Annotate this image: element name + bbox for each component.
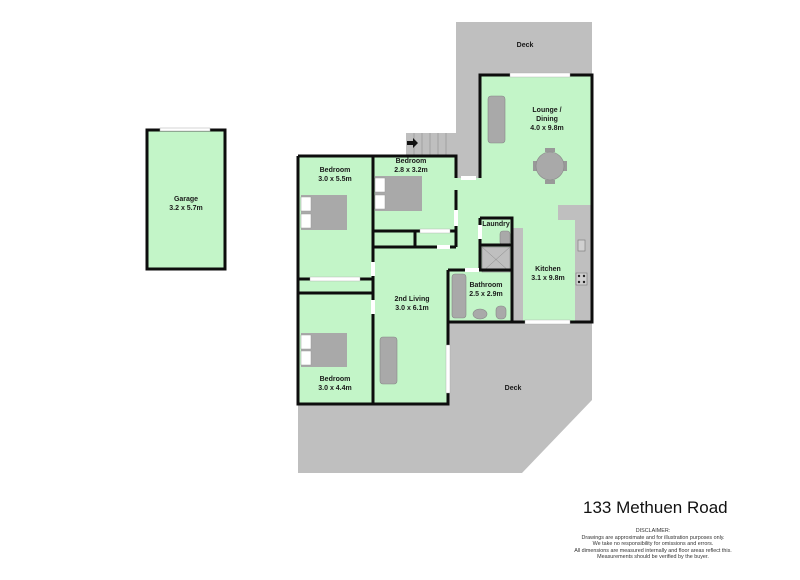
room-name: Bathroom bbox=[469, 282, 503, 289]
room-name: Laundry bbox=[482, 221, 510, 228]
room-dimensions: 2.5 x 2.9m bbox=[469, 291, 503, 298]
room-label-laundry: Laundry bbox=[482, 220, 510, 229]
room-label-bedroom-2: Bedroom 2.8 x 3.2m bbox=[394, 157, 427, 175]
walls bbox=[296, 73, 594, 406]
room-dimensions: 3.1 x 9.8m bbox=[531, 275, 565, 282]
disclaimer-line: Measurements should be verified by the b… bbox=[597, 554, 709, 561]
sofa-icon bbox=[487, 95, 506, 144]
room-label-garage: Garage 3.2 x 5.7m bbox=[169, 195, 202, 213]
room-dimensions: 3.2 x 5.7m bbox=[169, 205, 203, 212]
room-dimensions: 3.0 x 6.1m bbox=[395, 305, 429, 312]
bed-icon bbox=[374, 176, 422, 211]
disclaimer-line: Drawings are approximate and for illustr… bbox=[581, 534, 725, 541]
stairs-arrow-icon bbox=[407, 138, 418, 148]
room-label-second-living: 2nd Living 3.0 x 6.1m bbox=[395, 295, 430, 313]
deck-top-area bbox=[456, 22, 592, 150]
room-name: Bedroom bbox=[319, 167, 351, 174]
room-name: Bedroom bbox=[395, 158, 427, 165]
deck-name: Deck bbox=[504, 385, 522, 392]
dining-table-icon bbox=[533, 148, 567, 184]
room-dimensions: 2.8 x 3.2m bbox=[394, 167, 428, 174]
room-label-kitchen: Kitchen 3.1 x 9.8m bbox=[531, 265, 564, 283]
kitchen-bench bbox=[558, 205, 592, 322]
room-name: Garage bbox=[173, 196, 199, 203]
disclaimer-line: All dimensions are measured internally a… bbox=[574, 547, 732, 554]
room-name: Bedroom bbox=[319, 376, 351, 383]
deck-label-bottom: Deck bbox=[505, 384, 522, 393]
room-name-line2: Dining bbox=[536, 116, 558, 123]
deck-label-top: Deck bbox=[517, 41, 534, 50]
bathtub-icon bbox=[451, 273, 467, 319]
toilet-icon bbox=[495, 305, 507, 320]
cooktop-icon bbox=[575, 272, 588, 286]
room-label-bedroom-3: Bedroom 3.0 x 4.4m bbox=[318, 375, 351, 393]
disclaimer-line: We take no responsibility for omissions … bbox=[592, 541, 714, 548]
garage-floor bbox=[145, 128, 227, 271]
room-name: Lounge / bbox=[532, 107, 562, 114]
deck-bottom-area bbox=[298, 322, 592, 473]
deck-name: Deck bbox=[516, 42, 534, 49]
bed-icon bbox=[300, 195, 347, 230]
disclaimer: DISCLAIMER: Drawings are approximate and… bbox=[563, 528, 743, 561]
bed-icon bbox=[300, 333, 347, 367]
basin-icon bbox=[472, 308, 488, 320]
room-name: 2nd Living bbox=[394, 296, 430, 303]
room-name: Kitchen bbox=[535, 266, 561, 273]
laundry-tub-icon bbox=[499, 230, 511, 246]
room-label-bedroom-1: Bedroom 3.0 x 5.5m bbox=[318, 166, 351, 184]
disclaimer-heading: DISCLAIMER: bbox=[635, 528, 671, 534]
room-dimensions: 3.0 x 4.4m bbox=[318, 385, 352, 392]
sink-icon bbox=[577, 239, 586, 252]
room-label-bathroom: Bathroom 2.5 x 2.9m bbox=[469, 281, 502, 299]
sofa-icon bbox=[379, 336, 398, 385]
room-label-lounge-dining: Lounge / Dining 4.0 x 9.8m bbox=[530, 106, 563, 133]
room-dimensions: 3.0 x 5.5m bbox=[318, 176, 352, 183]
stairs bbox=[406, 133, 458, 155]
room-dimensions: 4.0 x 9.8m bbox=[530, 125, 564, 132]
property-address: 133 Methuen Road bbox=[583, 498, 728, 517]
